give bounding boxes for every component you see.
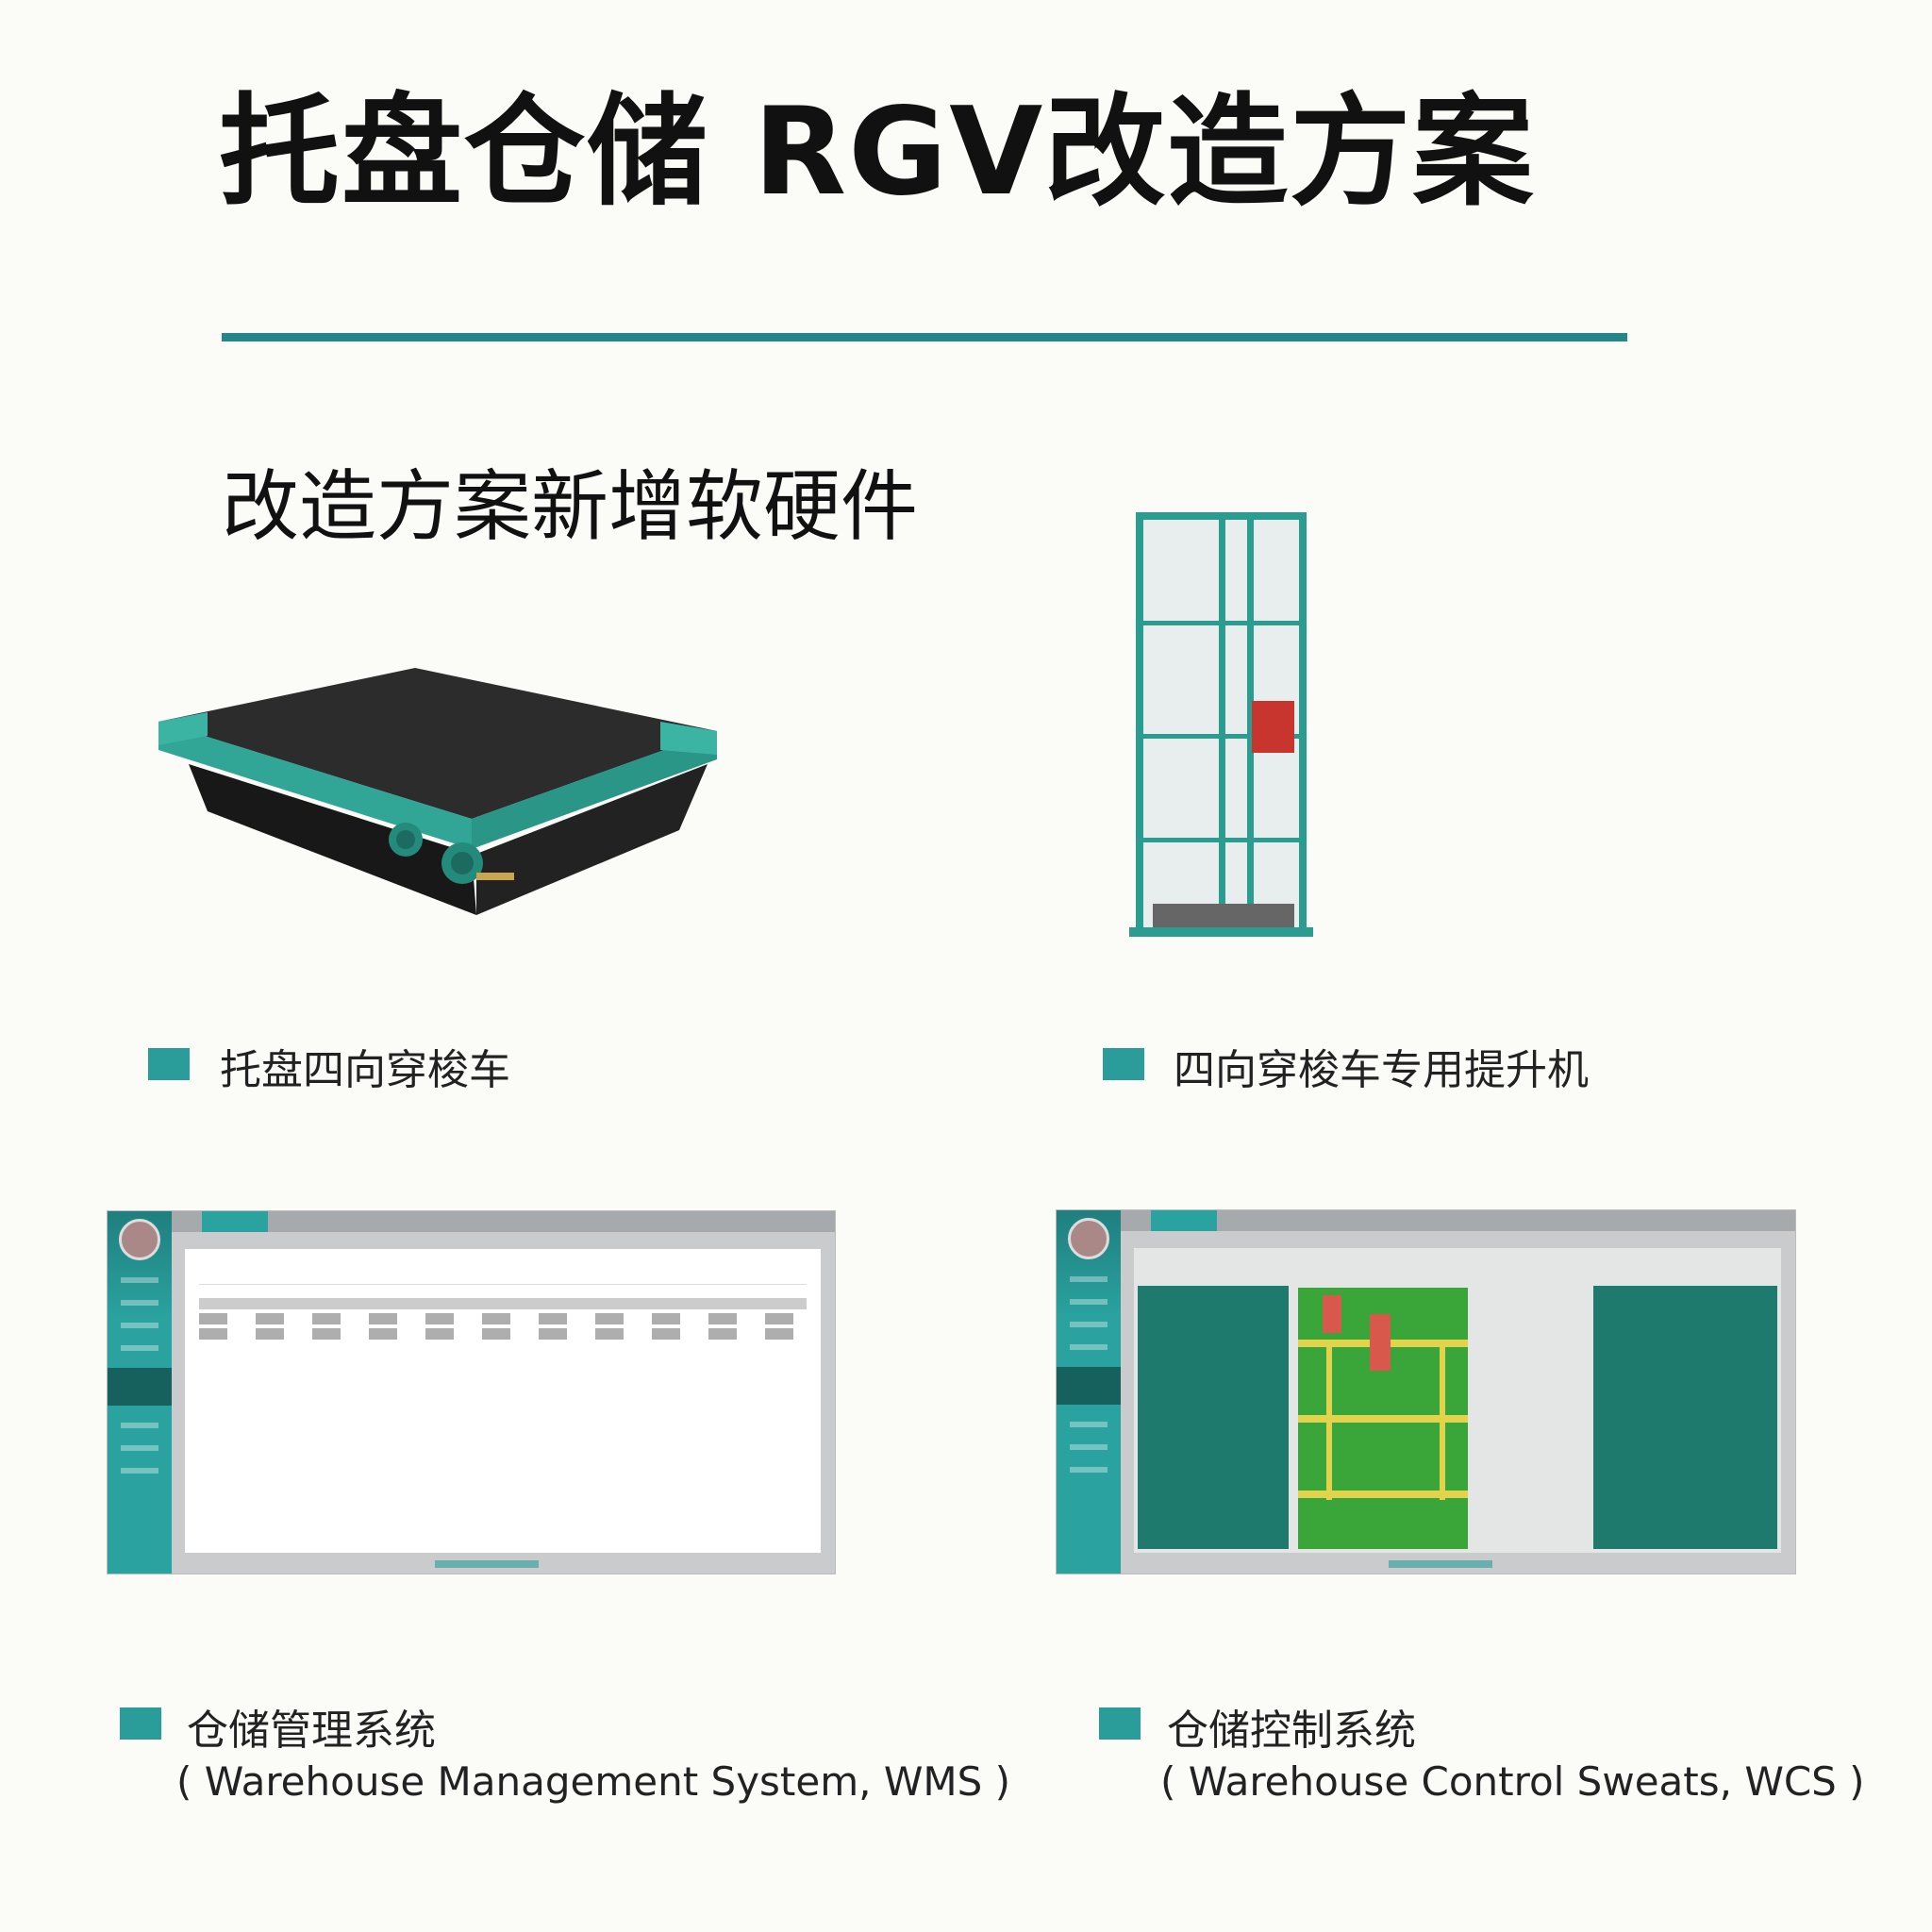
item-label-shuttle: 托盘四向穿梭车	[220, 1046, 510, 1094]
item-label-wms: 仓储管理系统	[187, 1707, 436, 1755]
bullet-square	[1099, 1707, 1141, 1740]
section-heading: 改造方案新增软硬件	[222, 462, 919, 552]
page-title: 托盘仓储 RGV改造方案	[219, 82, 1536, 223]
bullet-square	[120, 1707, 161, 1740]
bullet-square	[1103, 1048, 1144, 1080]
bullet-square	[148, 1048, 190, 1080]
item-english-wms: ( Warehouse Management System, WMS )	[176, 1758, 1011, 1805]
item-english-wcs: ( Warehouse Control Sweats, WCS )	[1160, 1758, 1865, 1805]
item-label-wcs: 仓储控制系统	[1167, 1707, 1416, 1755]
shuttle-image	[158, 668, 717, 915]
wcs-screenshot	[1056, 1209, 1796, 1574]
item-label-lift: 四向穿梭车专用提升机	[1174, 1046, 1589, 1094]
lift-image	[1129, 512, 1313, 937]
title-divider	[222, 333, 1627, 341]
wms-screenshot	[107, 1210, 836, 1574]
